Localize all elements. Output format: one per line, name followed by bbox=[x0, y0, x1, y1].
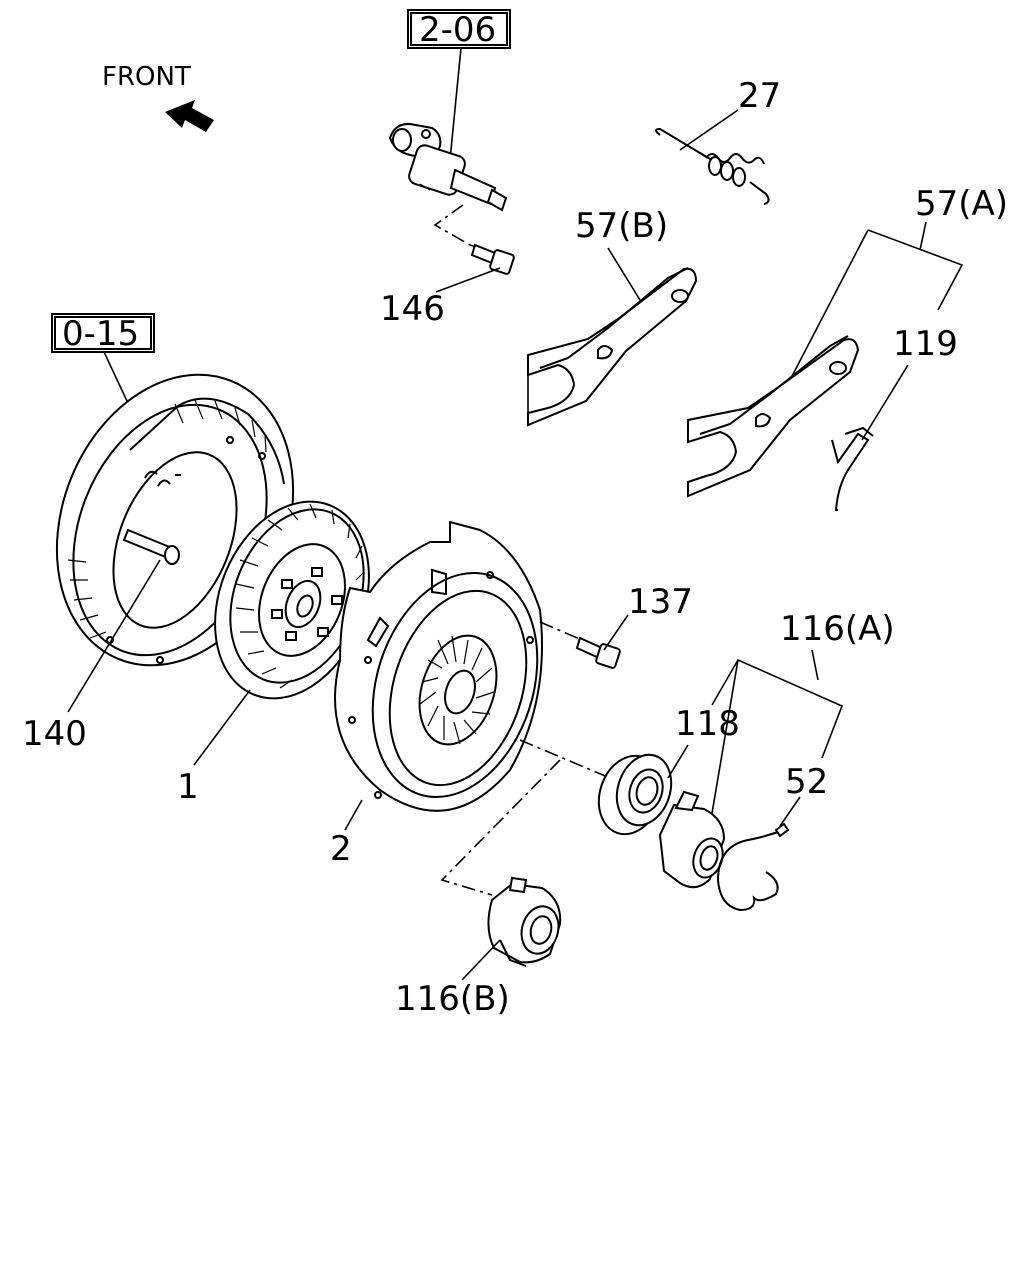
callout-27[interactable]: 27 bbox=[738, 76, 781, 116]
retainer-clip-52 bbox=[716, 822, 790, 912]
callout-116a[interactable]: 116(A) bbox=[780, 609, 895, 649]
spring-clip-119 bbox=[831, 426, 874, 511]
callout-137[interactable]: 137 bbox=[628, 582, 693, 622]
pilot-pin-140 bbox=[122, 528, 180, 565]
return-spring-27 bbox=[655, 127, 770, 205]
callout-1[interactable]: 1 bbox=[177, 767, 199, 807]
bolt-146 bbox=[470, 243, 515, 275]
callout-116b[interactable]: 116(B) bbox=[395, 979, 510, 1019]
pressure-plate-cover bbox=[334, 520, 543, 812]
callout-2[interactable]: 2 bbox=[330, 829, 352, 869]
callout-146[interactable]: 146 bbox=[380, 289, 445, 329]
callout-119[interactable]: 119 bbox=[893, 324, 958, 364]
callout-57b[interactable]: 57(B) bbox=[575, 206, 668, 246]
clutch-disc bbox=[214, 500, 370, 700]
release-fork-57b bbox=[527, 267, 698, 427]
front-label: FRONT bbox=[102, 62, 191, 92]
callout-52[interactable]: 52 bbox=[785, 762, 828, 802]
front-arrow-icon bbox=[165, 100, 214, 132]
reference-box-2-06[interactable]: 2-06 bbox=[407, 9, 511, 50]
bearing-sleeve-116b bbox=[487, 876, 562, 967]
bearing-sleeve-116a bbox=[658, 790, 726, 889]
reference-label-2-06: 2-06 bbox=[419, 10, 496, 50]
bolt-137 bbox=[575, 636, 621, 669]
release-fork-57a bbox=[687, 335, 860, 498]
reference-box-0-15[interactable]: 0-15 bbox=[51, 313, 155, 354]
callout-57a[interactable]: 57(A) bbox=[915, 184, 1008, 224]
slave-cylinder bbox=[388, 122, 508, 212]
reference-label-0-15: 0-15 bbox=[62, 314, 139, 354]
release-bearing-118 bbox=[597, 753, 673, 836]
callout-140[interactable]: 140 bbox=[22, 714, 87, 754]
